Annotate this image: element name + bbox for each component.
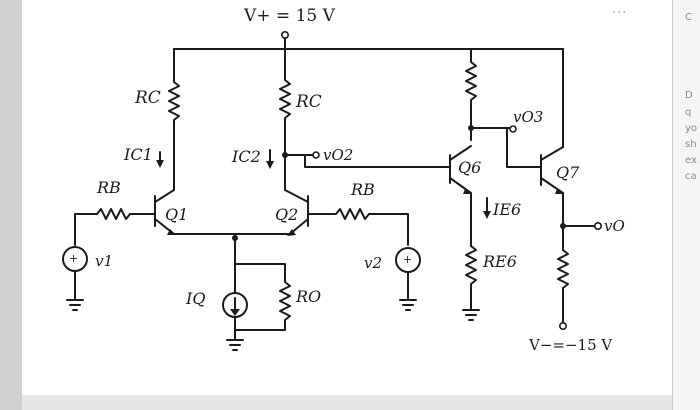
positive-supply-label: V+ = 15 V	[243, 6, 336, 26]
rc-right-label: RC	[295, 92, 322, 112]
plus-minus-mark: +	[403, 253, 412, 266]
rb-right-label: RB	[350, 180, 375, 199]
vo2-label: vO2	[323, 146, 353, 164]
ro-label: RO	[295, 287, 321, 306]
bottom-bar	[22, 395, 672, 410]
tail-current-source	[222, 233, 291, 351]
negative-supply-label: V−=−15 V	[528, 336, 613, 354]
iq-label: IQ	[185, 289, 205, 308]
side-panel-fragment: ca	[685, 171, 697, 182]
v1-label: v1	[95, 252, 113, 270]
side-panel-fragment: C	[685, 12, 692, 23]
q7-stage	[540, 48, 602, 330]
q6-stage	[439, 48, 541, 321]
v2-label: v2	[364, 254, 382, 272]
q1-transistor	[154, 189, 236, 235]
side-panel-fragment: ex	[685, 155, 697, 166]
ie6-label: IE6	[492, 200, 521, 219]
side-panel-fragment: yo	[685, 123, 698, 134]
plus-minus-mark: +	[69, 252, 78, 265]
more-options-icon[interactable]: ···	[612, 6, 628, 21]
side-panel: C D q yo sh ex ca	[672, 0, 700, 410]
vo3-label: vO3	[513, 108, 543, 126]
left-collector-branch	[156, 48, 180, 191]
left-sidebar-strip	[0, 0, 22, 410]
ic2-label: IC2	[231, 147, 261, 166]
side-panel-fragment: D	[685, 90, 693, 101]
q1-label: Q1	[165, 205, 188, 224]
right-collector-branch	[266, 48, 441, 191]
side-panel-fragment: q	[685, 107, 692, 118]
rb-left-label: RB	[96, 178, 121, 197]
side-panel-fragment: sh	[685, 139, 697, 150]
re6-label: RE6	[482, 252, 517, 271]
right-base-resistor	[307, 208, 421, 311]
q6-label: Q6	[458, 158, 481, 177]
vo-label: vO	[604, 217, 625, 235]
left-base-resistor	[62, 208, 156, 311]
q2-transistor	[234, 189, 309, 236]
q7-label: Q7	[556, 163, 580, 182]
rc-left-label: RC	[134, 88, 161, 108]
ic1-label: IC1	[123, 145, 153, 164]
top-supply-rail	[173, 30, 564, 50]
q2-label: Q2	[275, 205, 298, 224]
